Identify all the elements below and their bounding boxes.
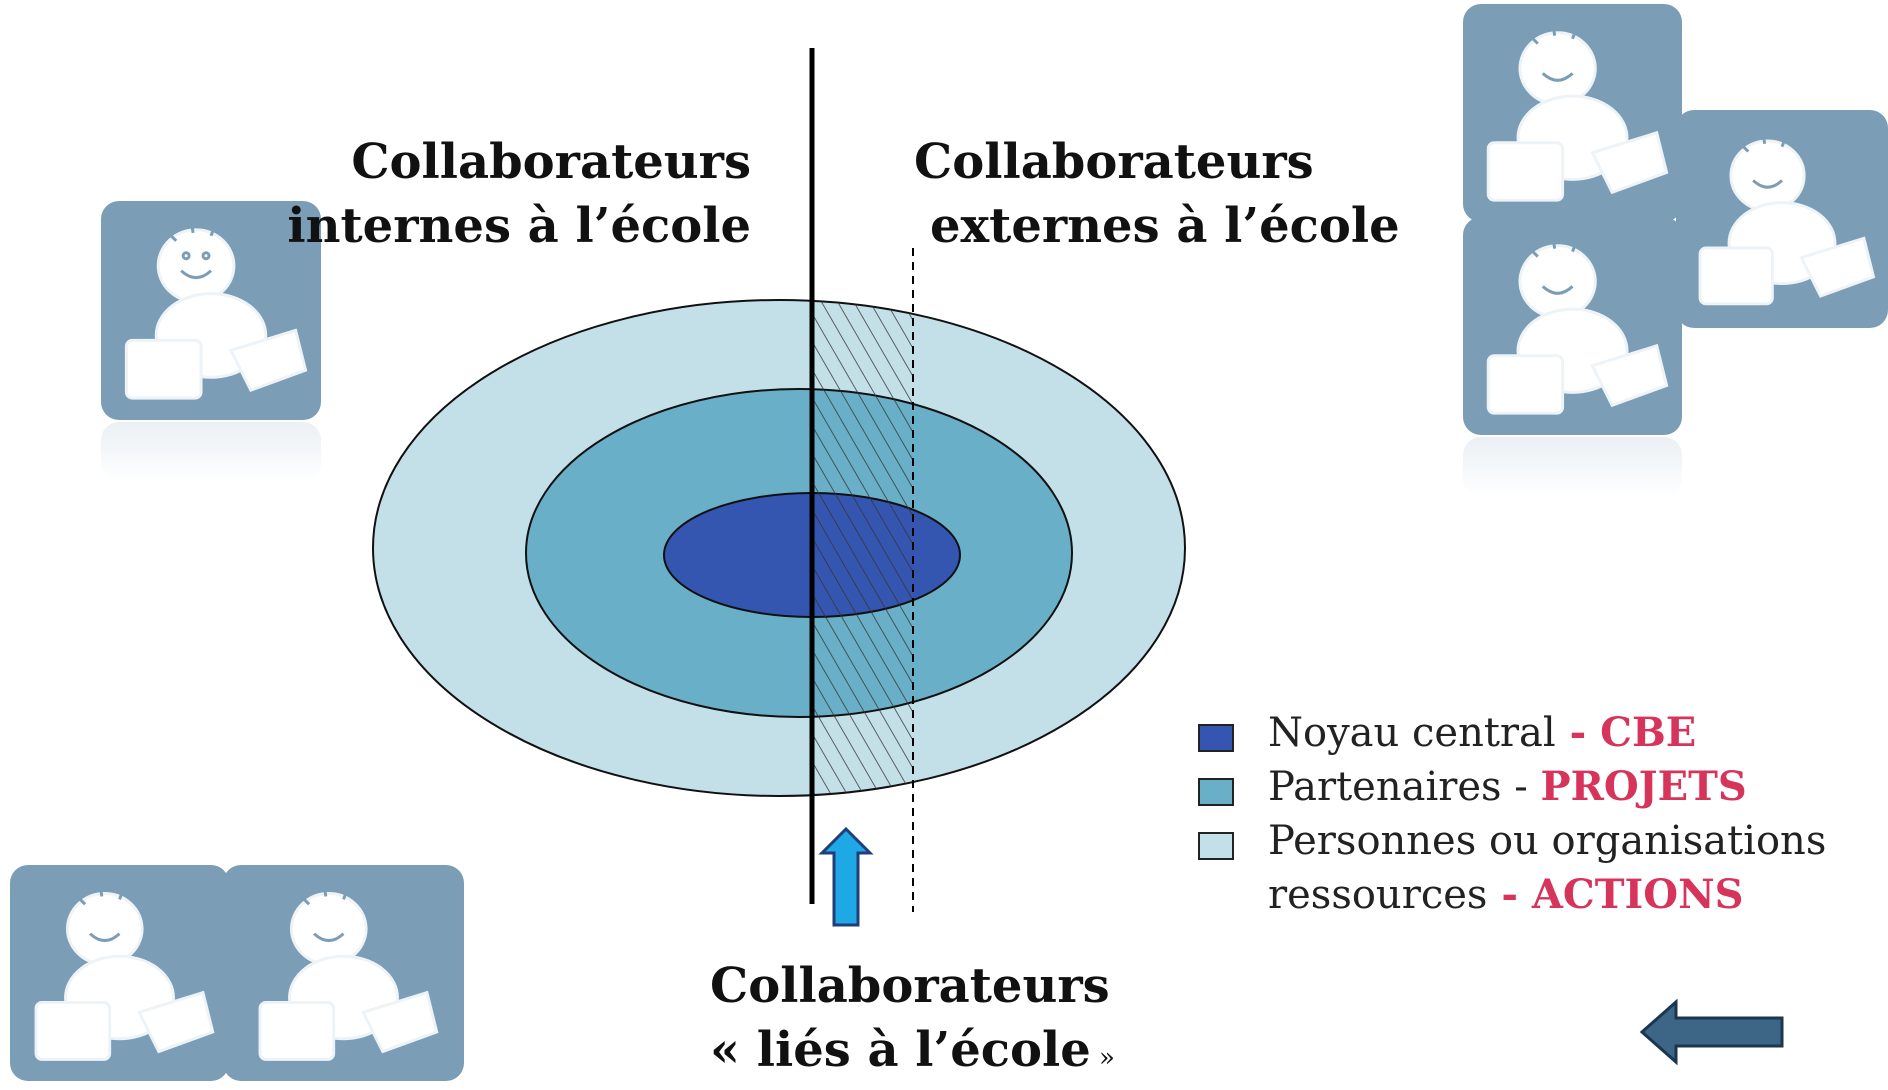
child-reading-icon [1486, 234, 1669, 415]
external-heading-line2: externes à l’école [930, 198, 1400, 254]
tile-reflection [1463, 437, 1682, 497]
child-reading-icon [1486, 21, 1669, 202]
internal-heading-line2: internes à l’école [287, 198, 751, 254]
legend-item-resources-cont: ressources - ACTIONS [1198, 868, 1826, 922]
linked-heading-main: liés à l’école [756, 1022, 1091, 1078]
character-tile [101, 201, 321, 420]
child-reading-icon [258, 882, 439, 1061]
legend-swatch-partners [1198, 778, 1234, 806]
child-reading-icon [124, 218, 308, 400]
legend-accent: PROJETS [1540, 763, 1747, 810]
legend-label: ressources [1268, 872, 1488, 918]
character-tile [1463, 217, 1682, 435]
child-reading-icon [34, 882, 215, 1061]
legend-label: Noyau central [1268, 710, 1556, 756]
external-heading-line1: Collaborateurs [914, 134, 1314, 190]
legend-swatch-resources [1198, 832, 1234, 860]
up-arrow-icon [818, 826, 874, 927]
legend-swatch-core [1198, 724, 1234, 752]
legend-sep: - [1501, 764, 1541, 810]
character-tile [1676, 110, 1888, 328]
legend-accent: ACTIONS [1531, 871, 1744, 918]
linked-quote-close: » [1090, 1043, 1115, 1073]
character-tile [223, 865, 464, 1081]
linked-quote-open: « [710, 1022, 757, 1078]
character-tile [10, 865, 229, 1081]
back-arrow-icon[interactable] [1640, 998, 1786, 1066]
linked-heading-line1: Collaborateurs [710, 958, 1110, 1014]
legend-item-resources: Personnes ou organisations [1198, 814, 1826, 868]
legend-accent: CBE [1600, 709, 1697, 756]
linked-zone-hatch [812, 300, 913, 796]
internal-heading-line1: Collaborateurs [351, 134, 751, 190]
legend-item-partners: Partenaires - PROJETS [1198, 760, 1826, 814]
legend: Noyau central - CBE Partenaires - PROJET… [1198, 706, 1826, 922]
legend-sep: - [1555, 709, 1601, 756]
legend-label: Personnes ou organisations [1268, 818, 1827, 864]
linked-heading: Collaborateurs « liés à l’école » [710, 954, 1115, 1090]
character-tile [1463, 4, 1682, 222]
external-heading: Collaborateurs externes à l’école [914, 130, 1400, 258]
linked-heading-line2: « liés à l’école » [710, 1018, 1115, 1090]
legend-sep: - [1487, 871, 1532, 918]
tile-reflection [101, 422, 321, 482]
internal-heading: Collaborateurs internes à l’école [287, 130, 751, 258]
legend-label: Partenaires [1268, 764, 1502, 810]
child-reading-icon [1698, 130, 1876, 306]
legend-item-core: Noyau central - CBE [1198, 706, 1826, 760]
